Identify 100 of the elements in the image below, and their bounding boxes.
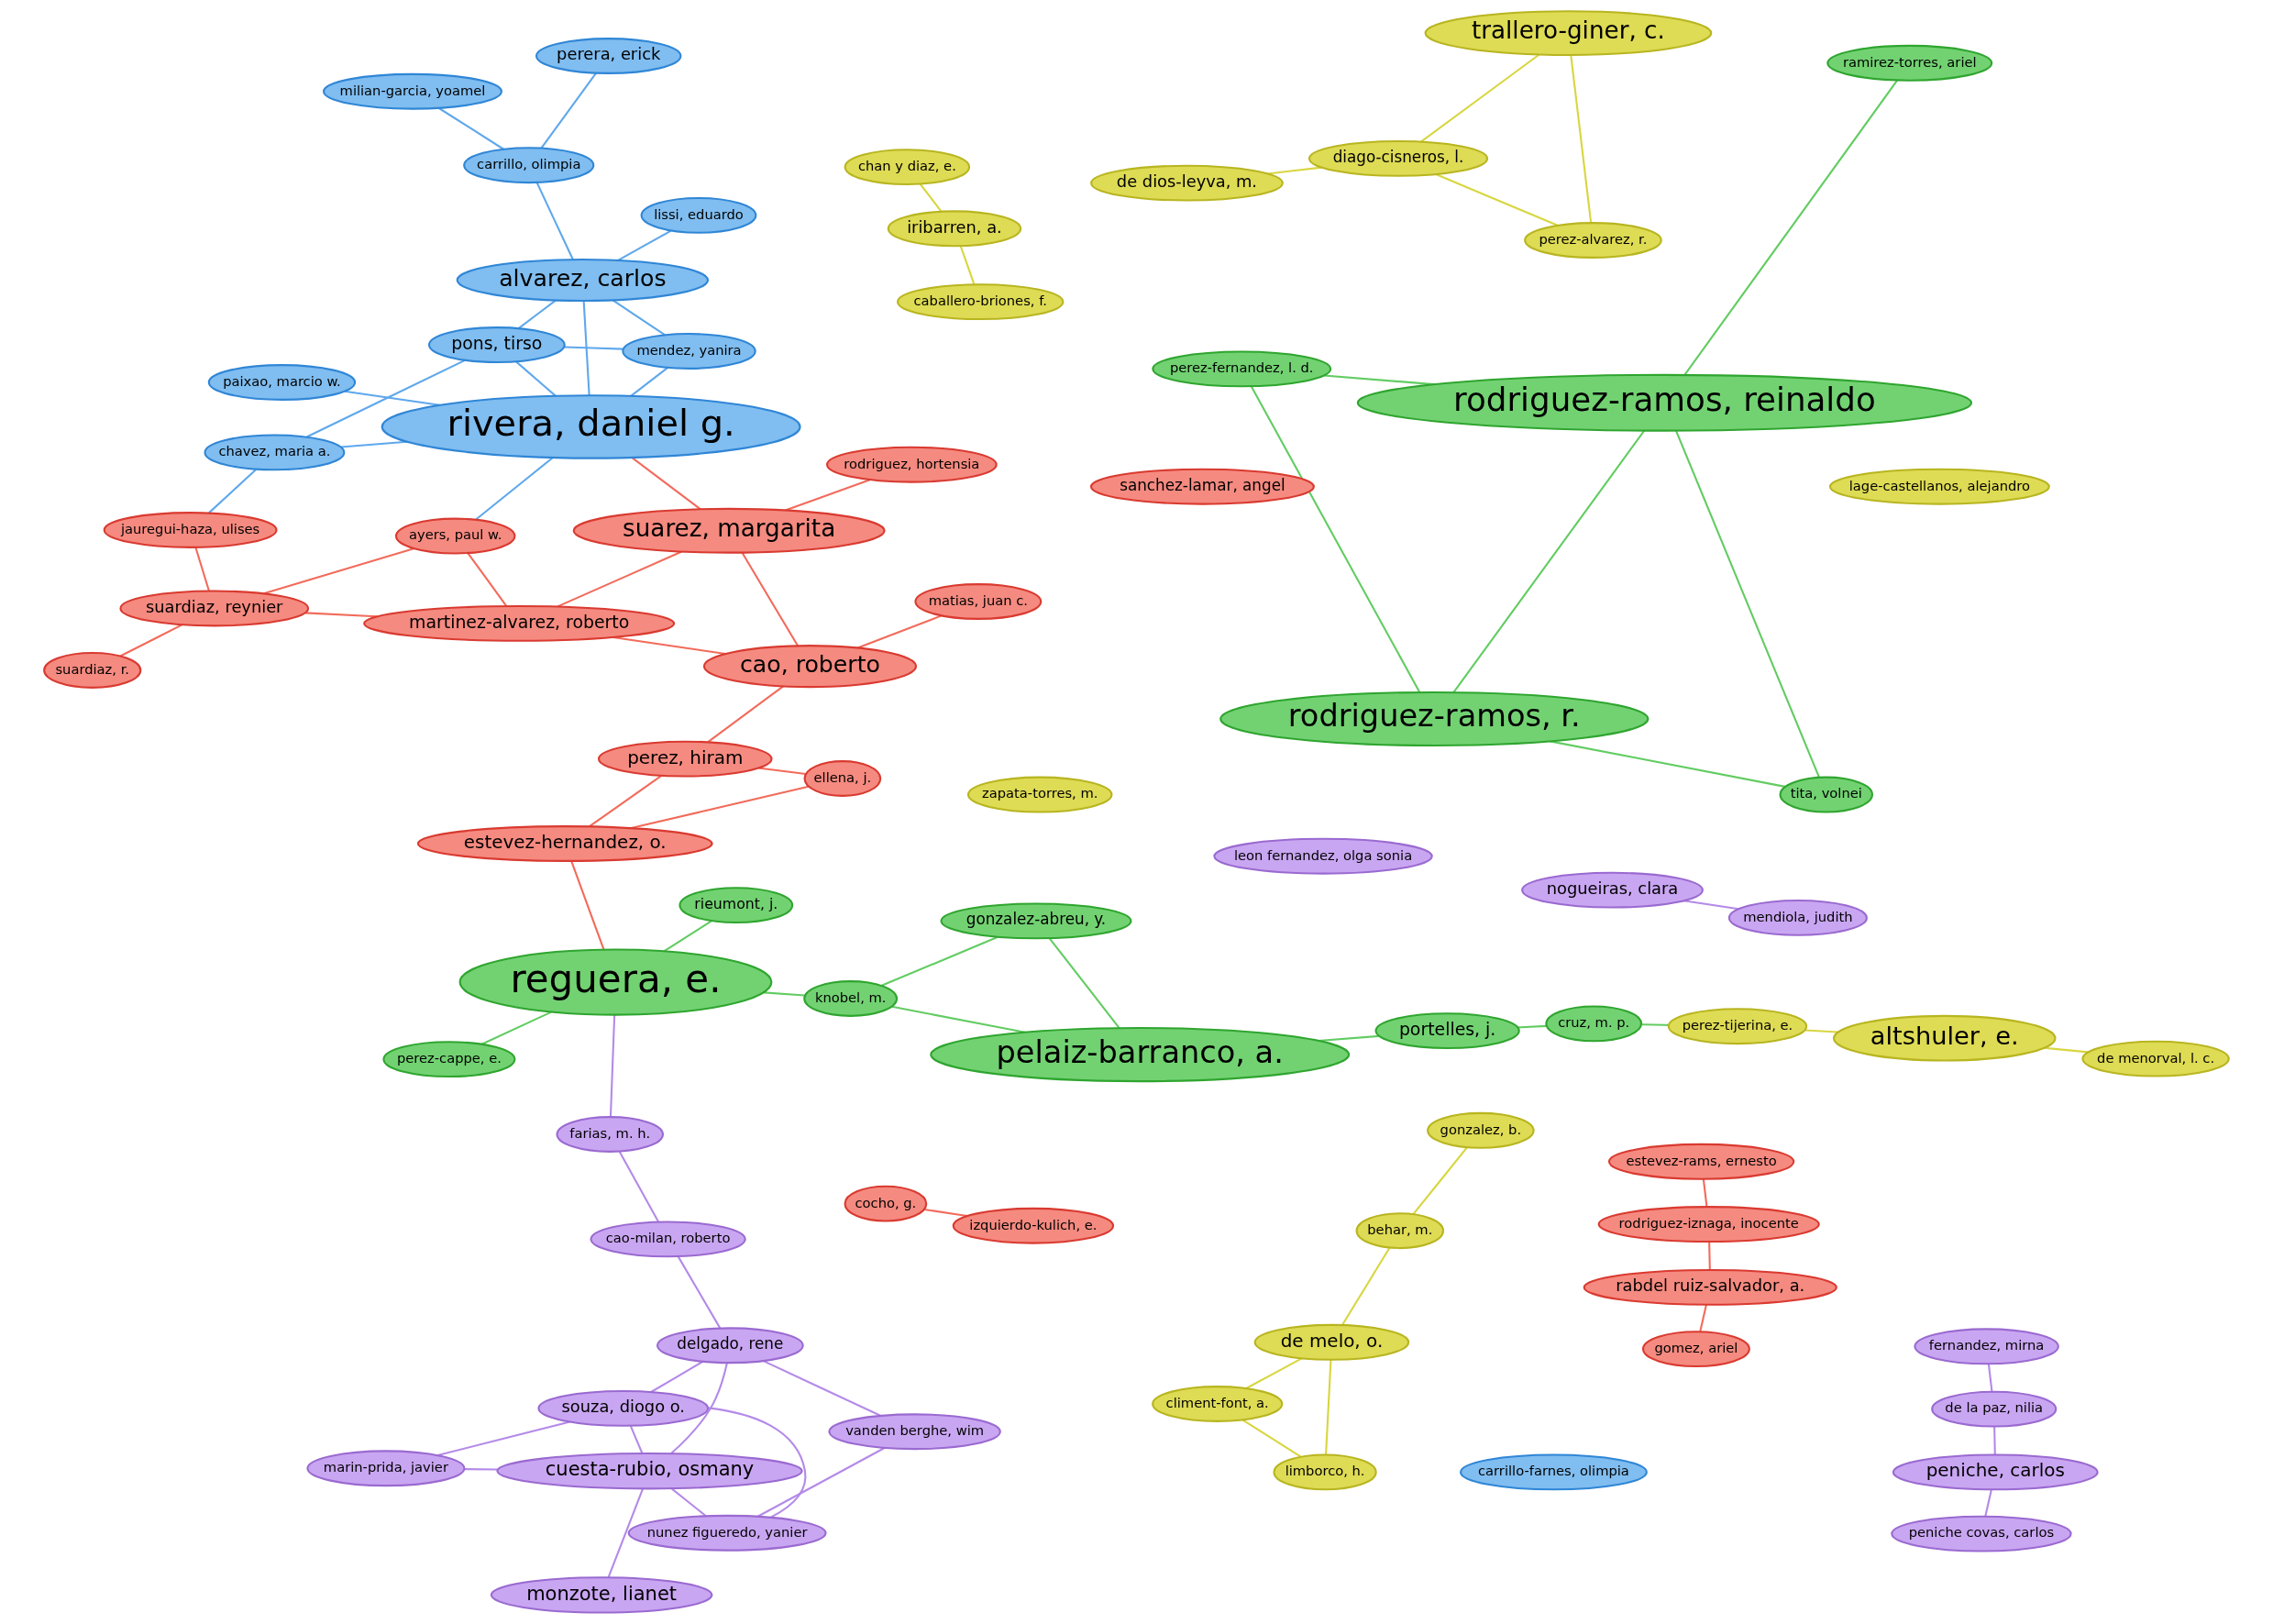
node-ellipse: gonzalez-abreu, y. [940, 902, 1132, 940]
node-ellipse: matias, juan c. [914, 583, 1043, 620]
connector [1245, 1357, 1303, 1389]
node-ellipse: de la paz, nilia [1931, 1390, 2058, 1428]
node-ellipse: ayers, paul w. [394, 517, 516, 555]
connector [1702, 1178, 1708, 1208]
connector [1804, 1029, 1838, 1033]
connector [582, 300, 590, 396]
connector [570, 860, 605, 950]
node-ellipse: de melo, o. [1253, 1323, 1410, 1361]
node-ellipse: marin-prida, javier [306, 1450, 466, 1487]
connector [1708, 1242, 1711, 1270]
node-ellipse: de menorval, l. c. [2081, 1040, 2230, 1077]
connector [1993, 1426, 1996, 1455]
connector [677, 1255, 722, 1329]
node-ellipse: suardiaz, r. [43, 652, 142, 689]
connector [194, 547, 210, 591]
node-ellipse: perez-alvarez, r. [1524, 222, 1662, 259]
node-ellipse: tita, volnei [1779, 776, 1874, 813]
node-ellipse: pons, tirso [427, 326, 566, 363]
node-ellipse: diago-cisneros, l. [1308, 139, 1489, 177]
node-ellipse: paixao, marcio w. [207, 364, 357, 401]
node-ellipse: behar, m. [1355, 1212, 1445, 1250]
connector [607, 1488, 644, 1578]
node-ellipse: izquierdo-kulich, e. [952, 1207, 1115, 1244]
node-ellipse: climent-font, a. [1152, 1386, 1284, 1422]
node-ellipse: rivera, daniel g. [381, 394, 801, 459]
connector [1984, 1489, 1992, 1517]
node-ellipse: perez-cappe, e. [382, 1041, 516, 1078]
node-ellipse: delgado, rene [656, 1327, 804, 1364]
connector [618, 1151, 660, 1222]
connector [1452, 430, 1646, 693]
node-ellipse: trallero-giner, c. [1424, 10, 1713, 57]
node-ellipse: suardiaz, reynier [119, 590, 310, 627]
connector [670, 1363, 728, 1454]
connector [1987, 1364, 1993, 1392]
node-ellipse: knobel, m. [803, 980, 899, 1017]
node-ellipse: cruz, m. p. [1545, 1005, 1643, 1043]
connector [763, 991, 805, 997]
node-ellipse: rodriguez, hortensia [826, 446, 998, 483]
connector [1341, 1247, 1391, 1326]
node-ellipse: carrillo, olimpia [463, 147, 595, 184]
connector [1641, 1023, 1669, 1026]
node-ellipse: estevez-rams, ernesto [1607, 1143, 1795, 1180]
connector [306, 359, 466, 438]
node-ellipse: perez, hiram [598, 740, 773, 778]
node-ellipse: rieumont, j. [679, 887, 794, 924]
node-ellipse: ramirez-torres, ariel [1826, 44, 1993, 82]
connector [475, 457, 554, 521]
node-ellipse: vanden berghe, wim [828, 1413, 1001, 1451]
connector [1517, 1024, 1547, 1029]
node-ellipse: sanchez-lamar, angel [1089, 468, 1315, 505]
node-ellipse: cao-milan, roberto [590, 1221, 746, 1258]
node-ellipse: lissi, eduardo [640, 196, 757, 234]
node-ellipse: lage-castellanos, alejandro [1828, 468, 2050, 505]
connector [881, 935, 999, 987]
connector [535, 182, 574, 260]
node-ellipse: monzote, lianet [490, 1576, 713, 1614]
node-ellipse: nunez figueredo, yanier [627, 1514, 827, 1552]
node-ellipse: rodriguez-iznaga, inocente [1597, 1206, 1820, 1243]
connector [467, 552, 508, 607]
node-ellipse: souza, diogo o. [537, 1389, 710, 1427]
connector [1048, 937, 1120, 1029]
connector [481, 1011, 552, 1045]
node-ellipse: limborco, h. [1273, 1453, 1377, 1491]
node-ellipse: peniche, carlos [1892, 1453, 2099, 1491]
connector [609, 1015, 616, 1117]
node-ellipse: nogueiras, clara [1521, 871, 1704, 909]
connector [1325, 1359, 1332, 1455]
connector [631, 457, 701, 510]
connector [756, 1447, 886, 1518]
node-ellipse: iribarren, a. [887, 210, 1022, 248]
node-ellipse: pelaiz-barranco, a. [930, 1027, 1351, 1083]
node-ellipse: chan y diaz, e. [844, 149, 971, 186]
node-ellipse: cocho, g. [844, 1185, 928, 1222]
node-ellipse: zapata-torres, m. [966, 776, 1113, 813]
connector [438, 107, 504, 150]
connector [515, 360, 557, 397]
node-ellipse: rodriguez-ramos, r. [1219, 690, 1650, 747]
connector [1675, 430, 1820, 779]
node-ellipse: de dios-leyva, m. [1090, 164, 1284, 202]
node-ellipse: mendez, yanira [622, 333, 756, 370]
connector [1435, 173, 1559, 226]
node-ellipse: martinez-alvarez, roberto [363, 605, 676, 642]
node-ellipse: ellena, j. [803, 760, 882, 797]
connector [464, 1468, 498, 1471]
node-ellipse: estevez-hernandez, o. [416, 825, 713, 862]
node-ellipse: perera, erick [535, 38, 682, 74]
node-ellipse: jauregui-haza, ulises [103, 512, 278, 548]
connector [617, 229, 672, 261]
node-ellipse: fernandez, mirna [1914, 1328, 2059, 1365]
node-ellipse: leon fernandez, olga sonia [1213, 837, 1433, 875]
node-ellipse: mendiola, judith [1727, 899, 1868, 936]
node-ellipse: portelles, j. [1374, 1012, 1520, 1050]
node-ellipse: chavez, maria a. [204, 434, 346, 471]
connector [1570, 54, 1593, 223]
node-ellipse: altshuler, e. [1833, 1014, 2057, 1062]
connector [540, 72, 597, 149]
connector [564, 346, 623, 350]
connector [1699, 1304, 1707, 1332]
